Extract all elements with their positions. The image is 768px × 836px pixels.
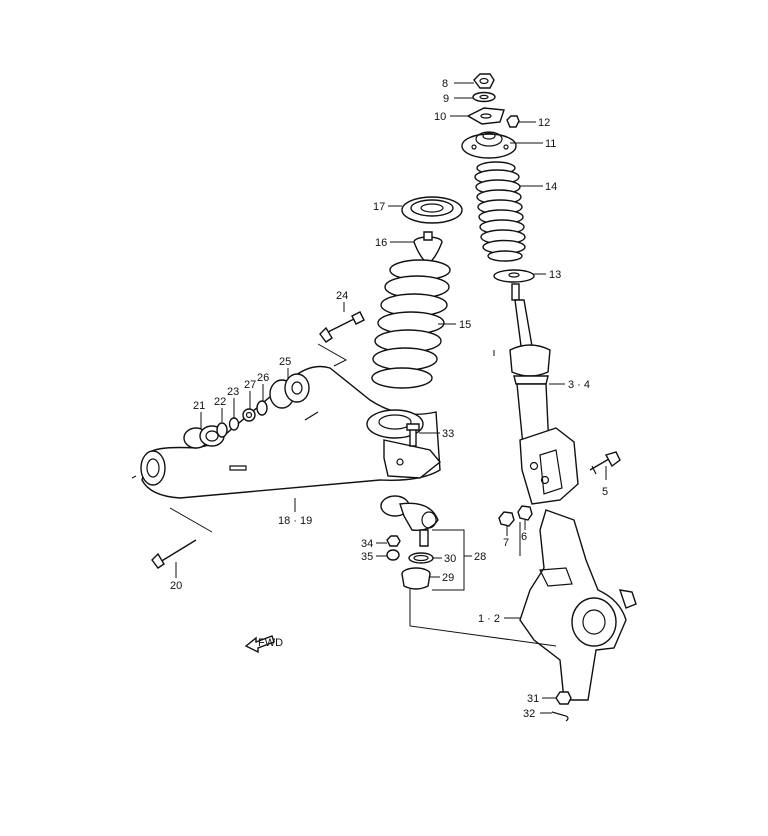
callout-7: 7 <box>503 537 509 549</box>
top-washer <box>472 91 496 103</box>
strut-mount <box>461 131 517 159</box>
strut-nut-6 <box>517 505 533 521</box>
callout-22: 22 <box>214 396 226 408</box>
top-nut <box>473 73 495 89</box>
assembly-lines <box>131 343 557 647</box>
callout-14: 14 <box>545 181 557 193</box>
callout-26: 26 <box>257 372 269 384</box>
callout-11: 11 <box>545 138 556 150</box>
callout-13: 13 <box>549 269 561 281</box>
callout-29: 29 <box>442 572 454 584</box>
callout-27: 27 <box>244 379 256 391</box>
nut-35 <box>386 549 400 561</box>
washer-22 <box>216 422 228 438</box>
callout-18-19: 18 · 19 <box>278 515 312 527</box>
callout-32: 32 <box>523 708 535 720</box>
ball-joint <box>380 495 439 547</box>
leader-lines <box>175 82 607 714</box>
callout-16: 16 <box>375 237 387 249</box>
callout-23: 23 <box>227 386 239 398</box>
callout-21: 21 <box>193 400 205 412</box>
callout-25: 25 <box>279 356 291 368</box>
callout-24: 24 <box>336 290 348 302</box>
bushing-21 <box>183 425 225 449</box>
strut-nut-7 <box>498 511 515 527</box>
callout-8: 8 <box>442 78 448 90</box>
coil-spring <box>371 259 451 389</box>
arm-bolt-20 <box>151 539 197 569</box>
bump-stopper <box>413 231 443 265</box>
nut-27 <box>242 408 256 422</box>
lower-control-arm <box>140 365 441 499</box>
callout-31: 31 <box>527 693 539 705</box>
callout-20: 20 <box>170 580 182 592</box>
boot-29 <box>401 567 431 590</box>
callout-6: 6 <box>521 531 527 543</box>
washer-26 <box>256 400 268 416</box>
callout-5: 5 <box>602 486 608 498</box>
fwd-arrow-text: FWD <box>258 637 283 649</box>
callout-34: 34 <box>361 538 373 550</box>
callout-10: 10 <box>434 111 446 123</box>
callout-3-4: 3 · 4 <box>568 379 590 391</box>
callout-28: 28 <box>474 551 486 563</box>
cotter-pin-32 <box>551 711 569 722</box>
shock-absorber <box>509 283 579 505</box>
bushing-25 <box>269 373 310 409</box>
steering-knuckle <box>519 509 637 701</box>
washer-23 <box>228 417 240 431</box>
arm-bolt-24 <box>319 311 365 343</box>
bolt-33 <box>406 423 420 447</box>
upper-nut <box>506 115 520 128</box>
spring-seat <box>401 196 463 224</box>
nut-34 <box>386 535 401 547</box>
callout-17: 17 <box>373 201 385 213</box>
callout-1-2: 1 · 2 <box>478 613 500 625</box>
strut-bolt <box>589 451 621 475</box>
ring-30 <box>408 552 434 564</box>
upper-plate <box>466 107 505 125</box>
callout-12: 12 <box>538 117 550 129</box>
callout-15: 15 <box>459 319 471 331</box>
callout-9: 9 <box>443 93 449 105</box>
callout-35: 35 <box>361 551 373 563</box>
callout-labels: 8 9 10 12 11 14 17 16 13 24 15 25 3 · 4 … <box>170 78 608 720</box>
castle-nut-31 <box>555 691 572 705</box>
forward-arrow-icon: FWD <box>244 635 283 654</box>
callout-33: 33 <box>442 428 454 440</box>
callout-30: 30 <box>444 553 456 565</box>
bump-washer <box>493 269 535 283</box>
dust-boot <box>474 161 526 262</box>
